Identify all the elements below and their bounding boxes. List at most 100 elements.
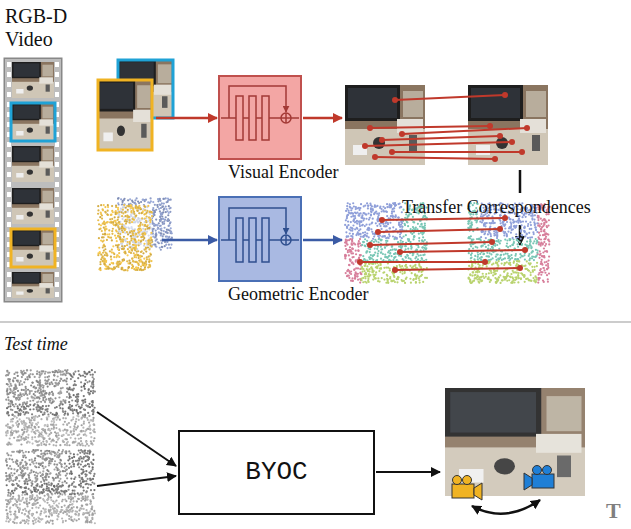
point (107, 210, 109, 212)
point (159, 232, 161, 234)
point (349, 203, 351, 205)
point (362, 268, 364, 270)
point (156, 204, 158, 206)
point (160, 213, 162, 215)
point (129, 219, 131, 221)
point (370, 214, 372, 216)
point (393, 210, 395, 212)
point (109, 263, 111, 265)
point (487, 233, 489, 235)
point (347, 249, 349, 251)
point (355, 259, 357, 261)
point (117, 246, 119, 248)
point (370, 210, 372, 212)
point (163, 207, 165, 209)
point (377, 277, 379, 279)
point (346, 208, 348, 210)
point (380, 264, 382, 266)
point (421, 274, 423, 276)
point (120, 211, 122, 213)
point (143, 258, 145, 260)
point (149, 243, 151, 245)
point (399, 202, 401, 204)
point (121, 245, 123, 247)
point (137, 254, 139, 256)
point (106, 254, 108, 256)
point (369, 258, 371, 260)
point (364, 213, 366, 215)
point (158, 208, 160, 210)
point (344, 242, 346, 244)
point (357, 245, 359, 247)
point (149, 245, 151, 247)
point (132, 234, 134, 236)
point (156, 224, 158, 226)
point (129, 262, 131, 264)
point (133, 268, 135, 270)
point (394, 204, 396, 206)
point (163, 202, 165, 204)
point (134, 254, 136, 256)
point (137, 235, 139, 237)
point (150, 232, 152, 234)
point (381, 277, 383, 279)
point (404, 271, 406, 273)
point (368, 227, 370, 229)
point (168, 244, 170, 246)
point (166, 247, 168, 249)
point (360, 268, 362, 270)
point (115, 224, 117, 226)
point (391, 255, 393, 257)
point (401, 265, 403, 267)
point (379, 205, 381, 207)
point (116, 265, 118, 267)
point (360, 233, 362, 235)
point (396, 281, 398, 283)
point (132, 207, 134, 209)
point (160, 249, 162, 251)
point (420, 254, 422, 256)
point (365, 223, 367, 225)
point (139, 207, 141, 209)
point (146, 226, 148, 228)
point (346, 216, 348, 218)
point (136, 197, 138, 199)
point (418, 263, 420, 265)
point (128, 260, 130, 262)
point (412, 221, 414, 223)
point (157, 198, 159, 200)
point (159, 247, 161, 249)
point (423, 254, 425, 256)
point (124, 228, 126, 230)
point (106, 239, 108, 241)
point (135, 214, 137, 216)
point (402, 258, 404, 260)
point (353, 269, 355, 271)
point (168, 236, 170, 238)
point (104, 268, 106, 270)
point (374, 239, 376, 241)
point (171, 237, 173, 239)
point (160, 229, 162, 231)
point (350, 280, 352, 282)
point (348, 228, 350, 230)
point (366, 265, 368, 267)
point (354, 275, 356, 277)
point (415, 278, 417, 280)
point (348, 239, 350, 241)
point (346, 205, 348, 207)
point (351, 262, 353, 264)
point (470, 235, 472, 237)
point (142, 210, 144, 212)
point (413, 227, 415, 229)
point (107, 265, 109, 267)
point (364, 225, 366, 227)
point (164, 245, 166, 247)
point (138, 212, 140, 214)
keypoint (379, 137, 385, 143)
point (122, 200, 124, 202)
point (351, 247, 353, 249)
point (377, 253, 379, 255)
point (387, 206, 389, 208)
point (352, 233, 354, 235)
